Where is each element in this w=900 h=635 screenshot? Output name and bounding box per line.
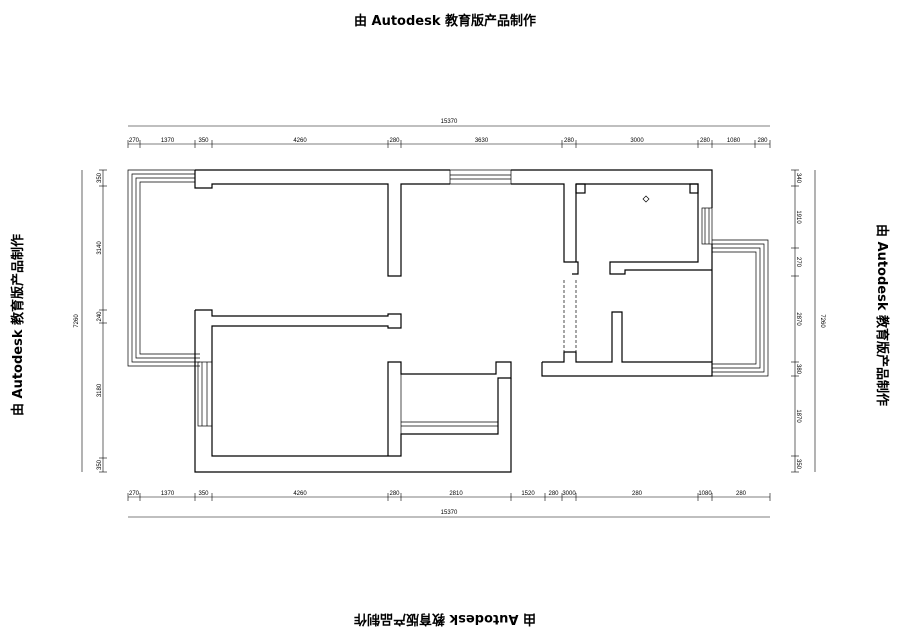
right-segment-label: 350 [795, 459, 801, 470]
top-segment-label: 1370 [161, 138, 175, 144]
watermark-right: 由 Autodesk 教育版产品制作 [874, 224, 890, 406]
left-total-dimension: 7260 [74, 314, 80, 328]
bottom-segment-label: 4260 [293, 491, 307, 497]
left-segment-label: 3180 [97, 383, 103, 397]
bottom-segment-label: 280 [389, 491, 400, 497]
top-dimension-chain: 15370 270 1370 350 4260 280 3630 280 3000 280 108… [127, 119, 771, 148]
bottom-segment-label: 1520 [521, 491, 535, 497]
top-segment-label: 280 [700, 138, 711, 144]
middle-walls [194, 309, 512, 473]
top-window [449, 169, 512, 185]
right-segment-label: 1910 [795, 210, 801, 224]
top-segment-label: 270 [129, 138, 140, 144]
left-balcony-railing [127, 169, 200, 367]
top-segment-label: 3630 [475, 138, 489, 144]
bottom-segment-label: 350 [198, 491, 209, 497]
right-segment-label: 340 [795, 173, 801, 184]
left-segment-label: 350 [97, 459, 103, 470]
top-segment-label: 4260 [293, 138, 307, 144]
top-segment-label: 280 [757, 138, 768, 144]
bottom-segment-label: 1370 [161, 491, 175, 497]
watermark-bottom: 由 Autodesk 教育版产品制作 [354, 611, 536, 627]
right-balcony-railing [712, 239, 769, 377]
right-segment-label: 2870 [795, 312, 801, 326]
top-total-dimension: 15370 [441, 119, 458, 125]
bottom-total-dimension: 15370 [441, 510, 458, 516]
left-dimension-chain: 7260 350 3140 240 3180 350 [74, 169, 107, 473]
bottom-segment-label: 280 [548, 491, 559, 497]
bottom-segment-label: 1080 [698, 491, 712, 497]
watermark-top: 由 Autodesk 教育版产品制作 [354, 13, 536, 29]
right-segment-label: 1870 [795, 409, 801, 423]
left-segment-label: 350 [97, 172, 103, 183]
top-segment-label: 350 [198, 138, 209, 144]
bottom-segment-label: 3000 [562, 491, 576, 497]
left-segment-label: 240 [97, 311, 103, 322]
left-segment-label: 3140 [97, 241, 103, 255]
top-segment-label: 1080 [727, 138, 741, 144]
left-room-window [197, 361, 213, 427]
exterior-wall [194, 169, 713, 277]
top-segment-label: 280 [564, 138, 575, 144]
kitchen-fixture-icon [642, 195, 650, 203]
floor-plan [127, 169, 769, 473]
right-segment-label: 380 [795, 364, 801, 375]
right-segment-label: 270 [795, 257, 801, 268]
bottom-segment-label: 270 [129, 491, 140, 497]
right-total-dimension: 7260 [819, 314, 825, 328]
bottom-segment-label: 2810 [449, 491, 463, 497]
right-dimension-chain: 7260 340 1910 270 2870 380 1870 350 [791, 169, 825, 473]
bottom-segment-label: 280 [736, 491, 747, 497]
top-segment-label: 3000 [630, 138, 644, 144]
watermark-left: 由 Autodesk 教育版产品制作 [10, 234, 26, 416]
kitchen-side-window [701, 207, 713, 245]
kitchen-post-right [689, 183, 699, 194]
bottom-segment-label: 280 [632, 491, 643, 497]
lower-right-walls [541, 272, 713, 377]
top-segment-label: 280 [389, 138, 400, 144]
kitchen-post-left [575, 183, 586, 194]
